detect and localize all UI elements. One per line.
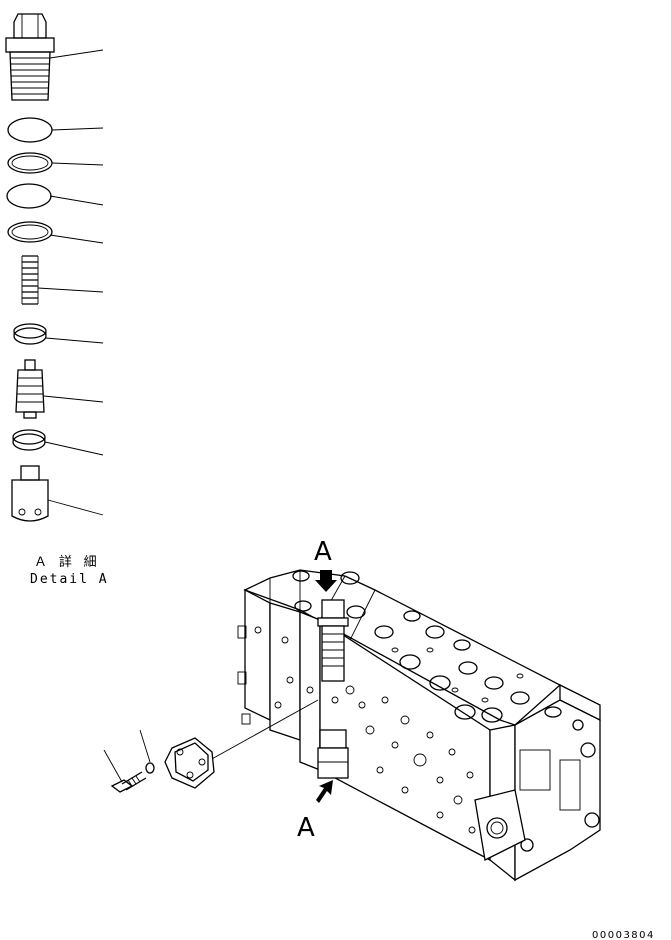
part-oring-2 [6, 183, 52, 209]
part-oring-1 [7, 117, 53, 143]
leader-5 [49, 234, 104, 244]
view-arrow-bottom [316, 780, 333, 803]
part-spring [21, 255, 39, 305]
part-seal-2 [12, 429, 46, 451]
detail-title-jp: Ａ 詳 細 [34, 555, 99, 570]
view-marker-bottom: A [297, 813, 315, 843]
cover-assembly [103, 699, 319, 793]
top-ports [292, 570, 562, 723]
washer [145, 762, 155, 774]
leader-6 [37, 287, 104, 293]
leader-3 [51, 162, 104, 166]
view-arrow-top [315, 570, 337, 592]
drawing-number: 00003804 [592, 930, 655, 940]
part-plug [5, 13, 55, 101]
part-poppet [15, 359, 45, 419]
leader-1 [49, 49, 104, 59]
view-marker-top: A [314, 537, 332, 567]
part-backup-ring-1 [7, 152, 53, 174]
leader-10 [47, 499, 104, 516]
bolt [110, 771, 147, 793]
leader-2 [51, 127, 104, 131]
leader-9 [44, 441, 104, 456]
valve-cartridge [317, 599, 349, 779]
leader-8 [43, 395, 104, 403]
part-seal-1 [13, 323, 47, 345]
exploded-parts [5, 13, 104, 522]
control-valve-assembly: A A [237, 537, 601, 882]
part-sleeve [11, 465, 49, 522]
part-backup-ring-2 [7, 221, 53, 243]
leader-4 [49, 195, 104, 206]
leader-7 [45, 337, 104, 344]
detail-title-en: Detail A [30, 572, 109, 587]
